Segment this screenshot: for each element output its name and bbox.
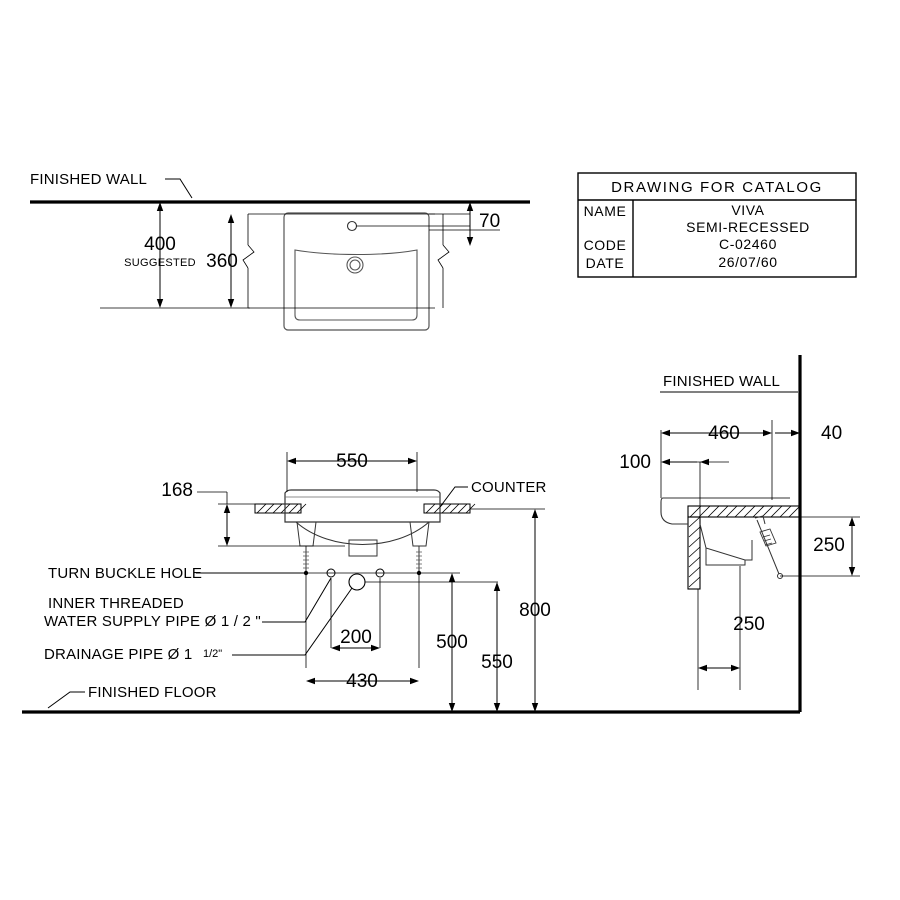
- side-bracket: [687, 516, 701, 590]
- title-block-key-code: CODE: [584, 237, 627, 253]
- callout-supply-line1: INNER THREADED: [48, 595, 184, 612]
- callout-turn-buckle: TURN BUCKLE HOLE: [48, 565, 202, 582]
- basin-drain-stub: [348, 539, 378, 557]
- basin-drain-outer: [346, 256, 364, 274]
- basin-leg-right: [409, 521, 430, 547]
- counter-slab-left: [254, 503, 307, 514]
- basin-drain-inner: [349, 259, 361, 271]
- dim-200: 200: [331, 627, 380, 652]
- dim-400-value: 400: [144, 234, 176, 255]
- dim-168-value: 168: [161, 480, 193, 501]
- leader-drainage: [232, 587, 353, 656]
- callout-drainage-fraction: 1/2": [203, 648, 222, 660]
- dim-400: 400 SUGGESTED: [124, 202, 196, 308]
- callout-drainage-text: DRAINAGE PIPE Ø 1: [44, 646, 192, 663]
- dim-430-value: 430: [346, 671, 378, 692]
- dim-100-value: 100: [619, 452, 651, 473]
- side-view: FINISHED WALL: [619, 355, 860, 712]
- elevation-view: FINISHED WALL 400 SUGGESTED: [30, 171, 530, 331]
- dim-550-drain: 550: [481, 582, 513, 712]
- title-block-value-name-2: SEMI-RECESSED: [686, 219, 810, 235]
- floor-leader: [47, 691, 85, 709]
- dim-70-value: 70: [479, 211, 500, 232]
- dim-40-value: 40: [821, 423, 842, 444]
- title-block: DRAWING FOR CATALOG NAME VIVA SEMI-RECES…: [577, 172, 857, 278]
- dim-250-horizontal-value: 250: [733, 614, 765, 635]
- dim-250-vertical: 250: [813, 517, 856, 576]
- dim-360: 360: [206, 214, 238, 308]
- dim-800: 800: [519, 509, 551, 712]
- dim-500: 500: [436, 573, 468, 712]
- counter-slab-right: [423, 503, 476, 514]
- dim-460: 460: [661, 423, 772, 444]
- basin-plan-bowl: [294, 249, 418, 321]
- floor-label: FINISHED FLOOR: [88, 684, 217, 701]
- leader-supply: [262, 577, 332, 623]
- side-counter-slab: [687, 505, 801, 518]
- elevation-wall-label: FINISHED WALL: [30, 171, 147, 188]
- elevation-wall-leader: [165, 178, 193, 199]
- dim-250-horizontal: 250: [698, 614, 765, 672]
- dim-168: 168: [161, 480, 231, 546]
- dim-550-width-value: 550: [336, 451, 368, 472]
- title-block-value-date: 26/07/60: [718, 254, 777, 270]
- callout-drainage: DRAINAGE PIPE Ø 1 1/2": [44, 646, 222, 663]
- title-block-header: DRAWING FOR CATALOG: [611, 179, 823, 196]
- title-block-key-date: DATE: [586, 255, 625, 271]
- drainage-hole: [348, 573, 366, 591]
- basin-section-body: [284, 489, 441, 523]
- section-view: FINISHED FLOOR: [22, 451, 800, 714]
- title-block-key-name: NAME: [584, 203, 627, 219]
- dim-430: 430: [306, 671, 419, 692]
- dim-100: 100: [619, 452, 729, 473]
- dim-200-value: 200: [340, 627, 372, 648]
- turn-buckle-bolt: [754, 515, 783, 579]
- dim-70: 70: [466, 202, 500, 246]
- basin-section-bowl: [295, 521, 430, 545]
- side-basin-profile: [660, 497, 688, 525]
- counter-label: COUNTER: [471, 479, 547, 496]
- title-block-value-name: VIVA: [731, 202, 764, 218]
- dim-550-width: 550: [287, 451, 417, 472]
- supply-pipe-right: [416, 546, 422, 576]
- title-block-value-code: C-02460: [719, 236, 777, 252]
- side-bowl-base: [705, 548, 746, 566]
- basin-tap-hole: [346, 220, 358, 232]
- basin-plan-outer: [283, 212, 430, 331]
- dim-250-vertical-value: 250: [813, 535, 845, 556]
- dim-360-value: 360: [206, 251, 238, 272]
- dim-550-drain-value: 550: [481, 652, 513, 673]
- callout-supply-line2: WATER SUPPLY PIPE Ø 1 / 2 ": [44, 613, 261, 630]
- dim-400-note: SUGGESTED: [124, 257, 196, 269]
- dim-40: 40: [775, 423, 842, 444]
- dim-800-value: 800: [519, 600, 551, 621]
- leader-counter: [439, 486, 468, 508]
- dim-460-value: 460: [708, 423, 740, 444]
- side-bowl-inner: [699, 523, 753, 561]
- supply-pipe-left: [303, 546, 309, 576]
- side-wall-label: FINISHED WALL: [663, 373, 780, 390]
- dim-500-value: 500: [436, 632, 468, 653]
